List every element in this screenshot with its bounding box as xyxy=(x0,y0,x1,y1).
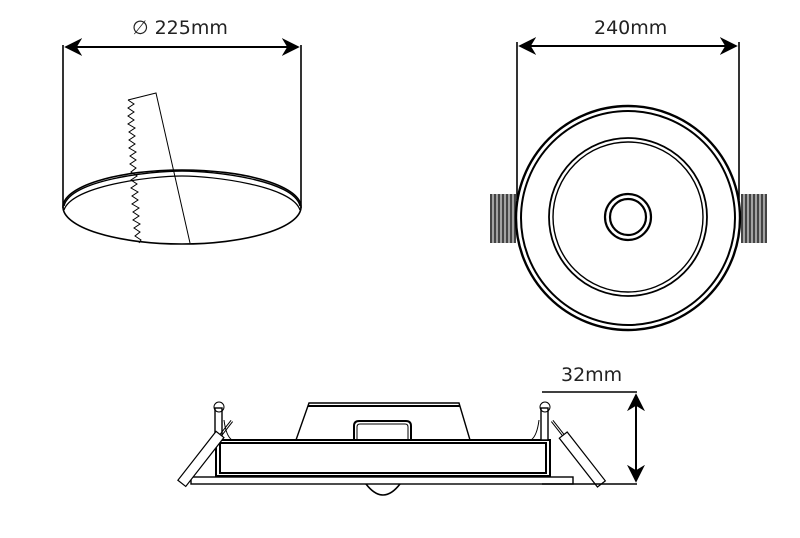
side-view xyxy=(177,391,645,496)
trim-plate xyxy=(190,476,574,485)
spring-right-icon xyxy=(741,194,767,243)
led-lens xyxy=(603,192,653,242)
saw-icon xyxy=(127,92,191,244)
front-view xyxy=(490,37,767,332)
cutout-diameter-label: ∅ 225mm xyxy=(132,17,228,39)
spring-clip-left-icon xyxy=(177,419,234,488)
spring-left-icon xyxy=(490,194,516,243)
front-width-label: 240mm xyxy=(594,17,668,39)
reflector-ring xyxy=(548,137,708,297)
fixture-body xyxy=(215,439,551,477)
cutout-hole xyxy=(62,169,302,245)
cutout-view xyxy=(62,38,302,245)
side-height-label: 32mm xyxy=(561,364,623,386)
